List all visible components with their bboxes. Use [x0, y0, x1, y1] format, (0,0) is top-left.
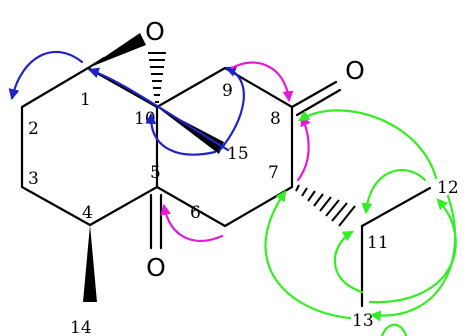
hash-c10-o	[148, 52, 166, 103]
magenta-arrow-c7-to-c8	[296, 114, 311, 182]
green-arrow-c12-to-c11	[361, 169, 427, 215]
blue-correlations	[8, 50, 245, 156]
hash-c7-c11	[295, 184, 356, 227]
magenta-correlations	[160, 61, 311, 242]
ketone-c5-oxygen: O	[146, 253, 166, 282]
bond-c3-c4	[20, 185, 92, 227]
ketone-c8-oxygen: O	[345, 56, 365, 85]
blue-arrow-c1-to-c2	[8, 50, 84, 101]
blue-arrow-c15-to-c10	[145, 112, 217, 156]
label-c5: 5	[150, 163, 161, 183]
label-c6: 6	[190, 203, 201, 223]
green-correlations	[264, 109, 457, 336]
bond-c11-c12	[360, 186, 432, 228]
wedge-c10-c15	[157, 107, 224, 154]
wedge-c4-c14	[83, 225, 97, 302]
blue-arrow-c15-to-c1	[87, 67, 230, 152]
bond-c1-c2	[20, 66, 90, 109]
label-c12: 12	[437, 178, 459, 198]
label-c8: 8	[270, 109, 281, 129]
green-arrow-c13-to-c11	[333, 230, 364, 294]
green-arrow-c12-to-c7	[298, 109, 438, 180]
label-c1: 1	[80, 90, 91, 110]
green-arrow-c13-loop	[380, 323, 408, 336]
label-c9: 9	[222, 81, 233, 101]
label-c11: 11	[367, 233, 389, 253]
label-c4: 4	[82, 203, 93, 223]
bond-c10-c9	[155, 66, 227, 109]
bond-c4-c5	[88, 185, 159, 227]
wedge-c1-o	[88, 33, 146, 68]
label-c13: 13	[352, 311, 374, 331]
label-c2: 2	[28, 119, 39, 139]
epoxide-oxygen: O	[145, 17, 165, 46]
green-arrow-c11-to-c7	[264, 190, 352, 320]
label-c15: 15	[227, 144, 249, 164]
green-arrow-c12-to-c13	[369, 194, 457, 322]
atom-labels: 1 2 3 4 5 6 7 8 9 10 11 12 13 14 15	[28, 81, 459, 336]
magenta-arrow-c6-to-c5	[160, 203, 224, 242]
bond-c8-o-double-1	[290, 80, 338, 109]
magenta-arrow-c9-to-c8	[230, 61, 294, 103]
stereo-bonds	[83, 33, 356, 302]
bond-c6-c5	[155, 185, 227, 228]
label-c7: 7	[268, 163, 279, 183]
label-c3: 3	[28, 169, 39, 189]
blue-arrow-c15-to-c9	[218, 66, 245, 152]
bond-c7-c6	[223, 185, 294, 228]
label-c14: 14	[70, 318, 92, 336]
